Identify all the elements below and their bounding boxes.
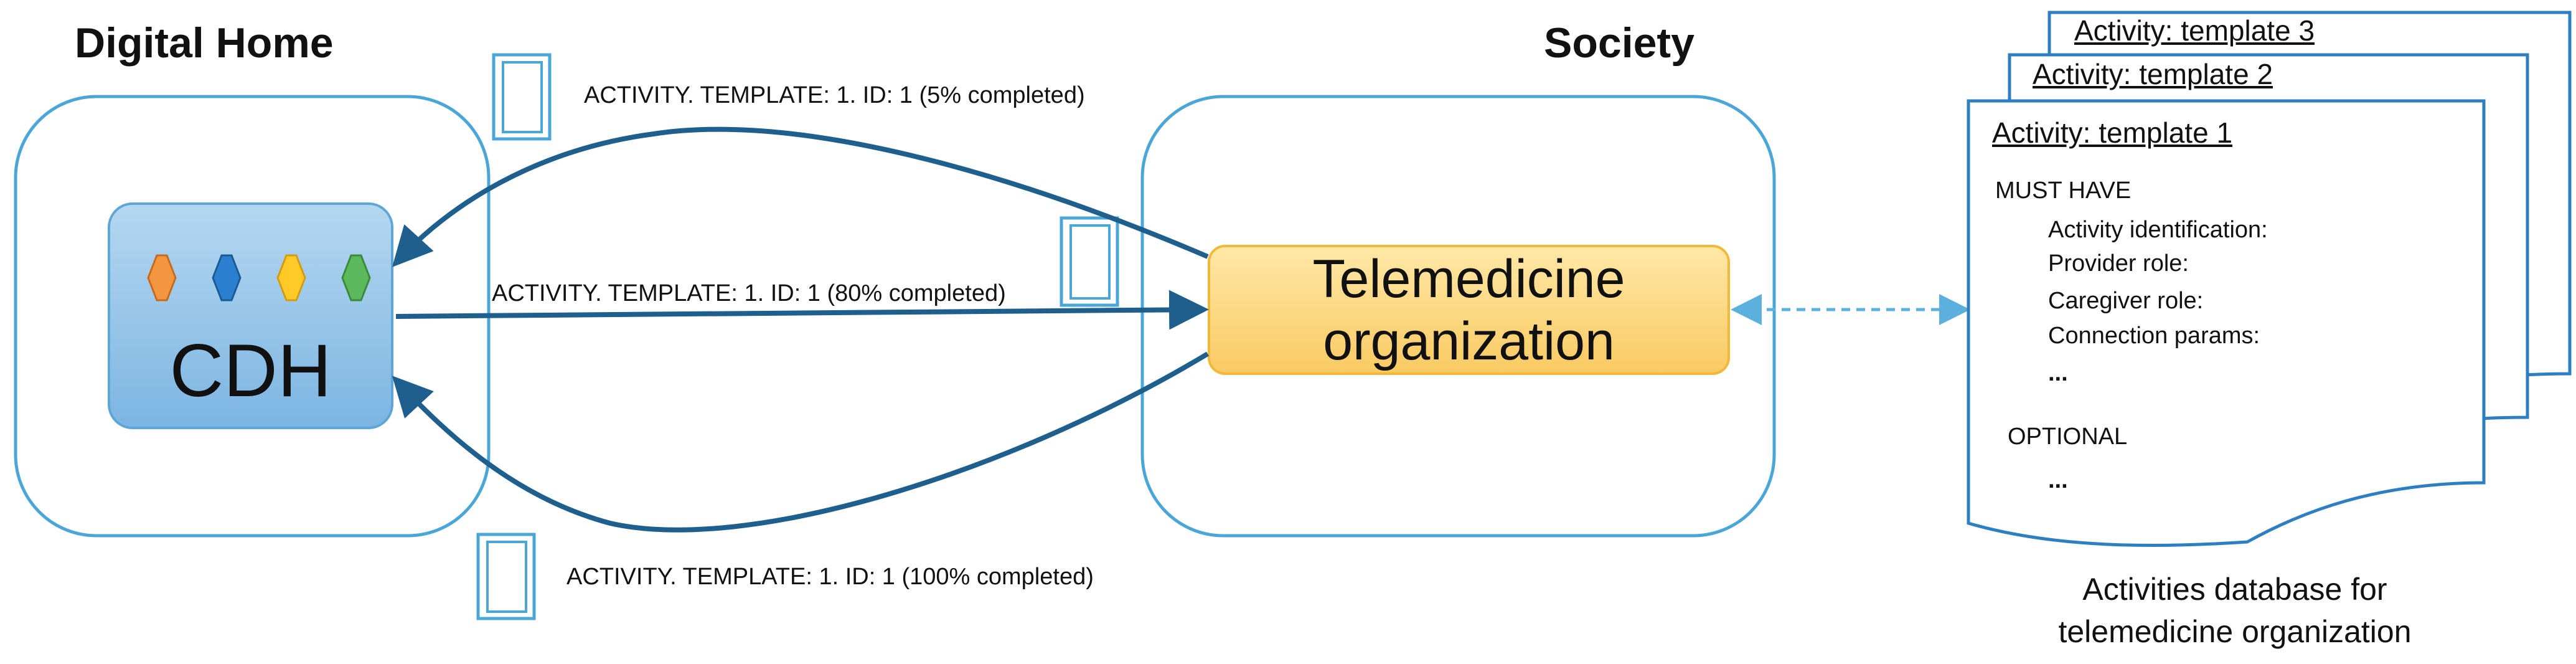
- hex-green-icon: [341, 254, 371, 301]
- telemedicine-box: [1208, 245, 1730, 375]
- message-top-label: ACTIVITY. TEMPLATE: 1. ID: 1 (5% complet…: [584, 82, 1085, 108]
- telemedicine-label-line1: Telemedicine: [1312, 249, 1625, 309]
- arrow-top-telemedicine-to-cdh: [392, 126, 1209, 267]
- database-caption-line1: Activities database for: [2082, 572, 2387, 607]
- arrow-middle-cdh-to-telemedicine: [395, 290, 1209, 330]
- optional-field-ellipsis: ...: [2048, 467, 2068, 493]
- optional-heading: OPTIONAL: [2008, 424, 2128, 450]
- cdh-box: [108, 202, 393, 429]
- hex-yellow-icon: [276, 254, 306, 301]
- template-field-ellipsis: ...: [2048, 360, 2068, 386]
- template-field: Activity identification:: [2048, 217, 2268, 243]
- template-2-title: Activity: template 2: [2033, 58, 2273, 90]
- template-1-doc: [1967, 99, 2486, 548]
- message-doc-icon-middle-inner: [1069, 224, 1111, 300]
- message-middle-label: ACTIVITY. TEMPLATE: 1. ID: 1 (80% comple…: [492, 280, 1006, 306]
- template-3-title: Activity: template 3: [2074, 14, 2315, 47]
- template-field: Caregiver role:: [2048, 288, 2204, 314]
- cdh-label: CDH: [169, 329, 332, 412]
- must-have-heading: MUST HAVE: [1995, 178, 2132, 204]
- template-1-title: Activity: template 1: [1992, 116, 2233, 149]
- hex-blue-icon: [212, 254, 242, 301]
- digital-home-title: Digital Home: [75, 19, 334, 67]
- telemedicine-label-line2: organization: [1323, 311, 1615, 371]
- hex-orange-icon: [147, 254, 177, 301]
- message-doc-icon-top-inner: [502, 61, 543, 133]
- message-doc-icon-bottom-inner: [486, 541, 527, 613]
- template-field: Connection params:: [2048, 323, 2260, 349]
- arrow-bottom-telemedicine-to-cdh: [392, 351, 1210, 533]
- message-bottom-label: ACTIVITY. TEMPLATE: 1. ID: 1 (100% compl…: [566, 564, 1094, 590]
- database-caption-line2: telemedicine organization: [2058, 614, 2412, 649]
- template-field: Provider role:: [2048, 250, 2189, 277]
- society-title: Society: [1544, 19, 1695, 67]
